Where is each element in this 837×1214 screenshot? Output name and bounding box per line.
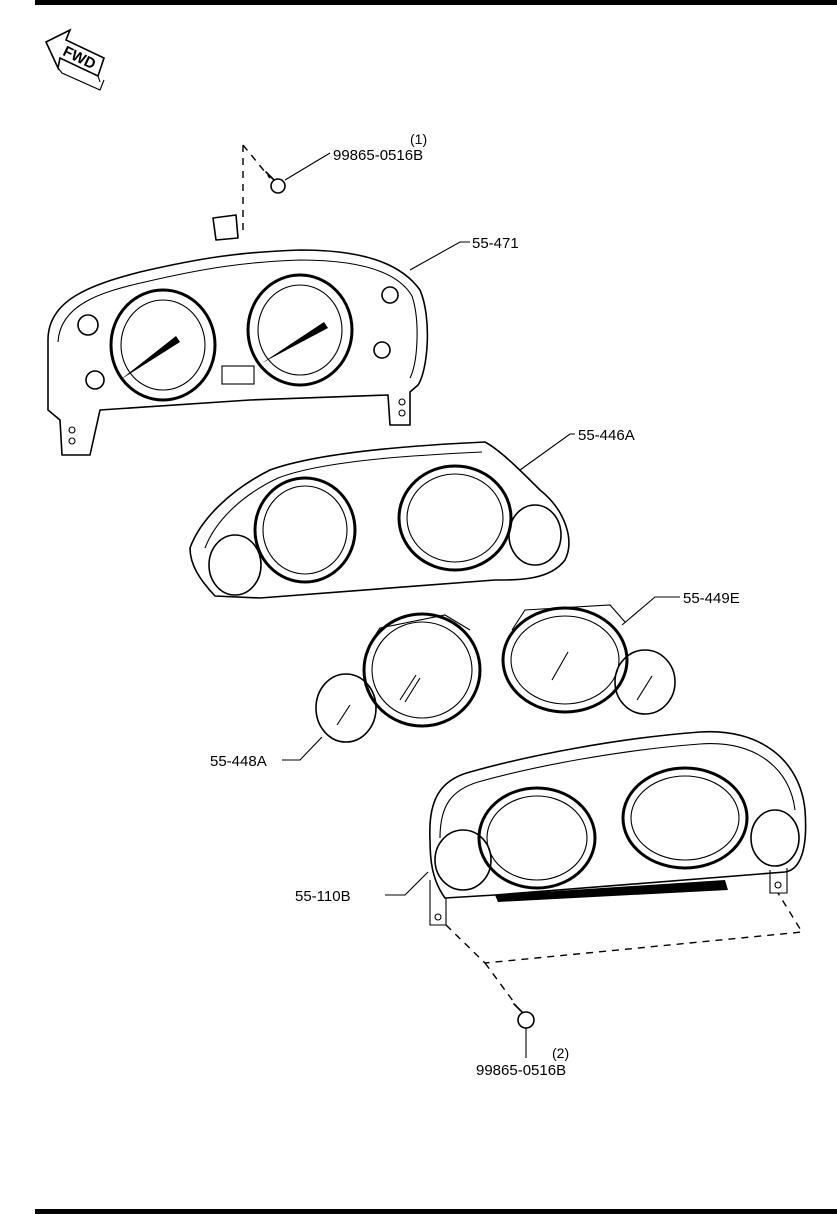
- case-frame-55-446A-drawing: [189, 433, 575, 599]
- top-border-rule: [35, 0, 837, 5]
- screw-bottom-part-number: 99865-0516B: [476, 1062, 566, 1079]
- bottom-border-rule: [35, 1209, 837, 1214]
- housing-part-number: 55-471: [472, 235, 519, 252]
- cover-55-110B-drawing: [385, 730, 807, 926]
- screw-top-part-number: 99865-0516B: [333, 147, 423, 164]
- screw-top-quantity: (1): [410, 131, 427, 147]
- lens-left-part-number: 55-448A: [210, 753, 267, 770]
- lens-left-55-448A-drawing: [282, 612, 482, 761]
- lens-right-55-449E-drawing: [501, 596, 680, 715]
- housing-55-471-drawing: [47, 214, 470, 456]
- screw-bottom-drawing: [445, 892, 804, 1058]
- case-frame-part-number: 55-446A: [578, 427, 635, 444]
- screw-bottom-quantity: (2): [552, 1045, 569, 1061]
- cover-part-number: 55-110B: [295, 888, 351, 905]
- screw-top-drawing: [242, 144, 331, 232]
- fwd-direction-arrow-icon: FWD: [44, 28, 105, 91]
- lens-right-part-number: 55-449E: [683, 590, 740, 607]
